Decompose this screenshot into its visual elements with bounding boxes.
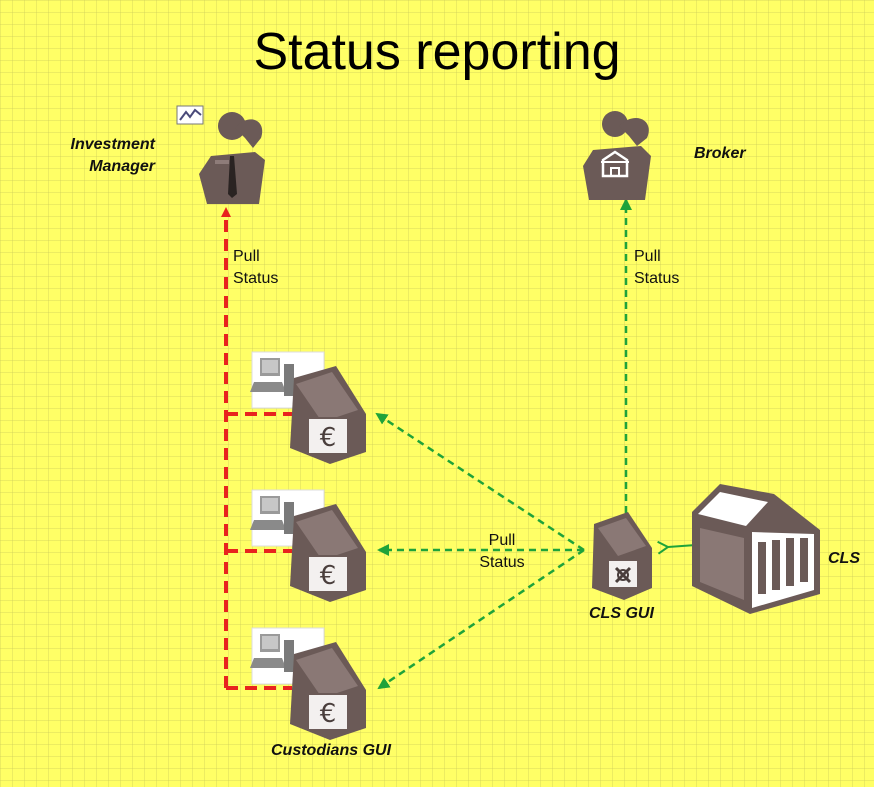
green-pull-arrows: [375, 198, 632, 690]
svg-text:€: €: [320, 423, 337, 453]
broker-label: Broker: [694, 145, 746, 162]
im-pull-line2: Status: [233, 270, 279, 287]
cls-label: CLS: [828, 550, 860, 567]
cls-gui-terminal-icon: [592, 512, 652, 600]
broker-pull-status-label: Pull Status: [634, 246, 679, 290]
investment-manager-person-icon: [176, 105, 265, 204]
center-pull-line1: Pull: [488, 532, 516, 549]
cls-bank-building-icon: [692, 484, 820, 614]
custodian-terminal-icon-1: €: [250, 351, 366, 464]
im-pull-line1: Pull: [233, 248, 260, 265]
investment-manager-label-line2: Manager: [89, 158, 155, 175]
cls-gui-label: CLS GUI: [589, 605, 654, 622]
custodian-terminal-icon-2: €: [250, 489, 366, 602]
broker-person-icon: [583, 111, 651, 200]
svg-text:€: €: [320, 699, 337, 729]
im-pull-status-label: Pull Status: [233, 246, 278, 290]
center-pull-status-label: Pull Status: [472, 530, 532, 574]
investment-manager-label: Investment Manager: [50, 134, 155, 178]
broker-pull-line1: Pull: [634, 248, 661, 265]
page-title: Status reporting: [253, 23, 621, 81]
broker-pull-line2: Status: [634, 270, 680, 287]
center-pull-line2: Status: [479, 554, 525, 571]
svg-text:€: €: [320, 561, 337, 591]
investment-manager-label-line1: Investment: [70, 136, 155, 153]
cls-to-gui-arrow: [657, 540, 697, 555]
custodian-terminal-icon-3: €: [250, 627, 366, 740]
red-pull-arrow: [221, 207, 292, 690]
custodians-gui-label: Custodians GUI: [271, 742, 392, 759]
